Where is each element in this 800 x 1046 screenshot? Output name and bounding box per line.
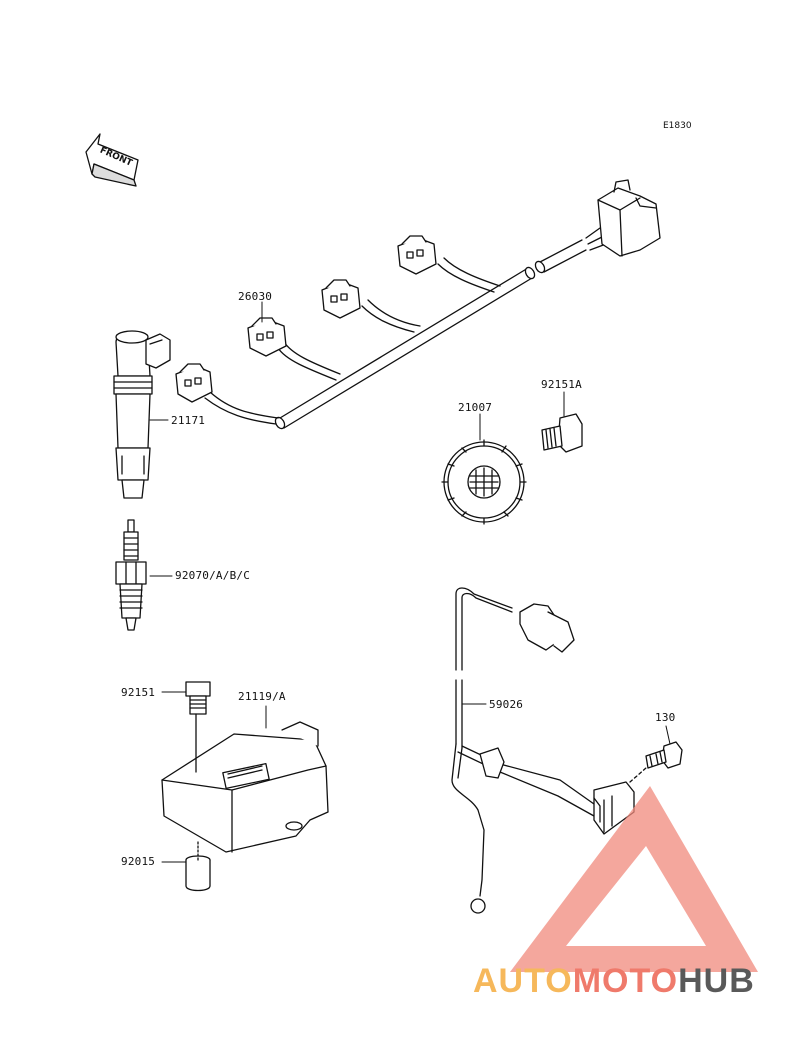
part-label-21119[interactable]: 21119/A <box>238 690 286 703</box>
part-label-21171[interactable]: 21171 <box>171 414 206 427</box>
ignition-coil <box>113 330 171 499</box>
watermark-logo-icon <box>510 786 758 972</box>
ignition-control-unit <box>161 713 329 861</box>
diagram-code: E1830 <box>663 121 692 131</box>
part-label-92151[interactable]: 92151 <box>121 686 156 699</box>
watermark-part3: HUB <box>678 962 755 1000</box>
rotor-bolt <box>541 413 583 453</box>
part-label-92015[interactable]: 92015 <box>121 855 156 868</box>
spark-plug <box>115 519 147 631</box>
leader-lines <box>149 301 671 863</box>
ecu-bolt <box>185 681 211 715</box>
watermark-text: AUTOMOTOHUB <box>473 962 755 1001</box>
part-label-130[interactable]: 130 <box>655 711 676 724</box>
part-label-21007[interactable]: 21007 <box>458 401 493 414</box>
part-label-92151a[interactable]: 92151A <box>541 378 582 391</box>
timing-rotor <box>441 439 527 525</box>
ecu-collar <box>185 855 211 892</box>
part-label-92070[interactable]: 92070/A/B/C <box>175 569 251 582</box>
part-label-26030[interactable]: 26030 <box>238 290 273 303</box>
front-arrow-icon: FRONT <box>85 133 139 187</box>
part-label-59026[interactable]: 59026 <box>489 698 524 711</box>
watermark-part1: AUTO <box>473 962 573 1000</box>
wiring-harness <box>175 179 661 430</box>
sensor-bolt <box>629 741 683 783</box>
watermark-part2: MOTO <box>572 962 679 1000</box>
